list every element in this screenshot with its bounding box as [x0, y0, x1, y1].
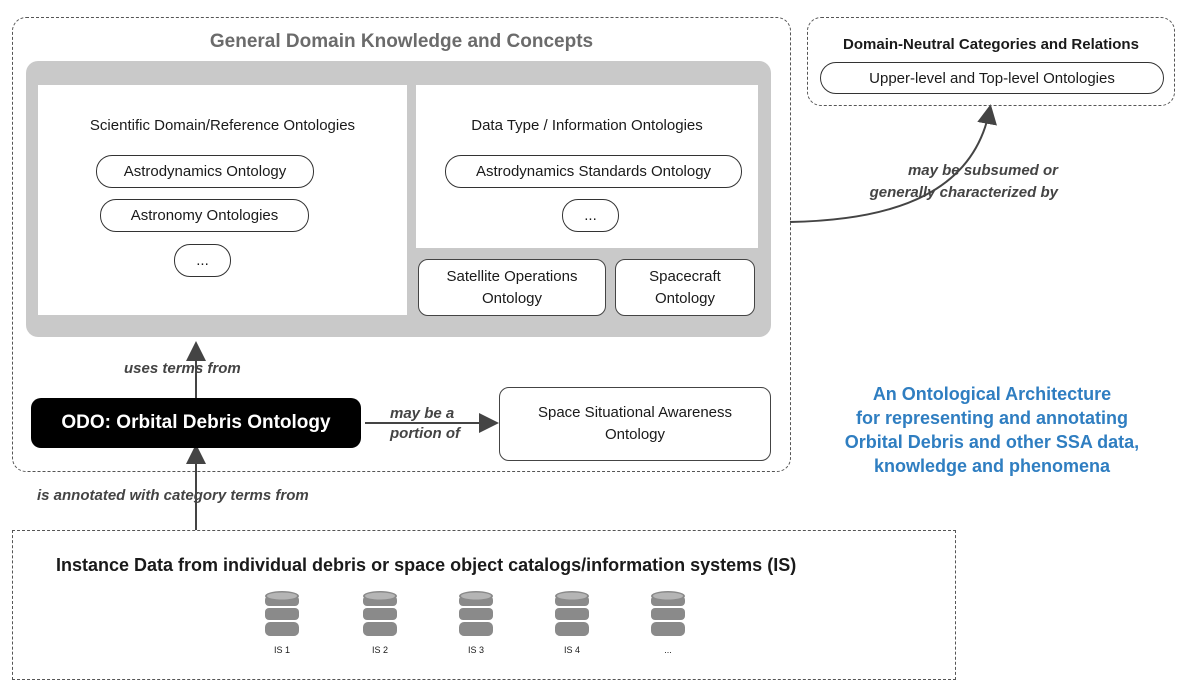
general-domain-container	[12, 17, 791, 472]
astrodynamics-standards-pill: Astrodynamics Standards Ontology	[445, 155, 742, 188]
general-domain-title: General Domain Knowledge and Concepts	[209, 31, 594, 52]
satellite-operations-box: Satellite Operations Ontology	[418, 259, 606, 316]
annotated-label: is annotated with category terms from	[37, 487, 309, 504]
subsumed-label: may be subsumed or generally characteriz…	[869, 162, 1058, 201]
scientific-heading: Scientific Domain/Reference Ontologies	[89, 117, 356, 134]
upper-level-pill: Upper-level and Top-level Ontologies	[820, 62, 1164, 94]
astronomy-ontologies-pill: Astronomy Ontologies	[100, 199, 309, 232]
architecture-caption: An Ontological Architecture for represen…	[844, 384, 1140, 476]
domain-neutral-container	[807, 17, 1175, 106]
subsumed-arrow	[789, 104, 997, 223]
odo-box: ODO: Orbital Debris Ontology	[31, 398, 361, 448]
scientific-more-pill: ...	[174, 244, 231, 277]
portion-of-label: may be a portion of	[390, 405, 460, 442]
ssa-box: Space Situational Awareness Ontology	[499, 387, 771, 461]
spacecraft-box: Spacecraft Ontology	[615, 259, 755, 316]
astrodynamics-ontology-pill: Astrodynamics Ontology	[96, 155, 314, 188]
domain-neutral-title: Domain-Neutral Categories and Relations	[843, 36, 1139, 53]
data-type-more-pill: ...	[562, 199, 619, 232]
uses-terms-label: uses terms from	[124, 360, 241, 377]
data-type-heading: Data Type / Information Ontologies	[471, 117, 703, 134]
instance-data-title: Instance Data from individual debris or …	[56, 555, 797, 575]
instance-data-container	[12, 530, 956, 680]
